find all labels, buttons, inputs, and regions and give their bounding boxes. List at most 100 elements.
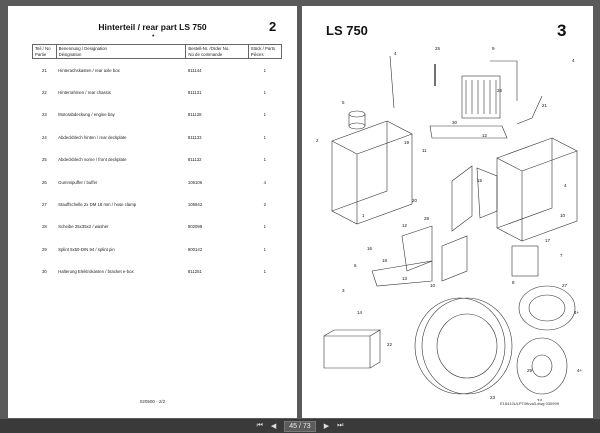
quantity-cell: 1 bbox=[263, 90, 267, 96]
callout-label: 1 bbox=[362, 213, 365, 218]
callout-label: 2 bbox=[316, 138, 319, 143]
part-number-cell: 22 bbox=[41, 90, 47, 96]
right-housing-drawing bbox=[496, 137, 578, 242]
callout-label: 26 bbox=[497, 88, 503, 93]
callout-label: 15 bbox=[477, 178, 483, 183]
part-number-cell: 24 bbox=[41, 134, 47, 140]
description-cell: Abdeckblech vorne / front deckplate bbox=[58, 157, 127, 163]
callout-label: 10 bbox=[560, 213, 566, 218]
description-cell: Stauffschelle 2x DM 18 mm / hose clamp bbox=[58, 202, 137, 208]
callout-label: 20 bbox=[412, 198, 418, 203]
callout-label: 22 bbox=[387, 342, 393, 347]
table-row: 24 Abdeckblech hinten / rear deckplate 811… bbox=[33, 126, 282, 148]
table-row: 27 Stauffschelle 2x DM 18 mm / hose clamp… bbox=[33, 193, 282, 215]
tyre-drawing bbox=[414, 297, 513, 395]
mark-dot: • bbox=[152, 33, 155, 40]
callout-label: 4 bbox=[572, 58, 575, 63]
description-cell: Hinterrahmen / rear chassis bbox=[58, 90, 111, 96]
header-order: Bestell-Nr. /Order No. No de commande bbox=[185, 44, 249, 59]
callout-label: 29 bbox=[527, 368, 533, 373]
table-row: 23 Motorabdeckung / engine bay 811128 1 bbox=[33, 104, 282, 126]
order-number-cell: 811132 bbox=[187, 157, 202, 163]
description-cell: Motorabdeckung / engine bay bbox=[58, 112, 115, 118]
description-cell: Abdeckblech hinten / rear deckplate bbox=[58, 134, 127, 140]
order-number-cell: 900142 bbox=[187, 246, 203, 252]
right-page-number: 3 bbox=[557, 21, 567, 40]
callout-label: 4 bbox=[564, 183, 567, 188]
viewer-toolbar: ⏮ ◀ 45 / 73 ▶ ⏭ bbox=[0, 419, 600, 433]
order-number-cell: 105942 bbox=[187, 202, 203, 208]
callout-label: 4+ bbox=[577, 368, 583, 373]
part-number-cell: 27 bbox=[41, 202, 47, 208]
drawing-reference: E15410ULPT0flrva3.dwg 030999 bbox=[500, 401, 559, 406]
quantity-cell: 4 bbox=[263, 179, 267, 185]
callout-label: 13 bbox=[402, 276, 408, 281]
quantity-cell: 1 bbox=[263, 157, 267, 163]
callout-label: 18 bbox=[382, 258, 388, 263]
part-number-cell: 23 bbox=[41, 112, 47, 118]
order-number-cell: 811251 bbox=[187, 269, 202, 275]
right-page: LS 750 3 bbox=[302, 6, 593, 418]
part-number-cell: 26 bbox=[41, 179, 47, 185]
callout-label: 30 bbox=[452, 120, 458, 125]
previous-page-icon[interactable]: ◀ bbox=[270, 423, 277, 430]
callout-label: 5 bbox=[342, 100, 345, 105]
callout-label: 27 bbox=[562, 283, 568, 288]
callout-label: 14 bbox=[357, 310, 363, 315]
first-page-icon[interactable]: ⏮ bbox=[256, 422, 263, 429]
page-number-field[interactable]: 45 / 73 bbox=[284, 420, 316, 432]
quantity-cell: 1 bbox=[263, 134, 267, 140]
parts-list-title: Hinterteil / rear part LS 750 bbox=[98, 22, 207, 32]
header-desc: Benennung / Designation Désignation bbox=[55, 44, 187, 59]
table-row: 25 Abdeckblech vorne / front deckplate 811… bbox=[33, 149, 282, 171]
part-number-cell: 30 bbox=[41, 269, 47, 275]
callout-label: 24 bbox=[537, 398, 543, 401]
next-page-icon[interactable]: ▶ bbox=[323, 423, 330, 430]
callout-label: 4+ bbox=[574, 310, 580, 315]
table-row: 22 Hinterrahmen / rear chassis 811131 1 bbox=[33, 81, 282, 103]
parts-table: Teil / No Partie Benennung / Designation… bbox=[32, 44, 283, 283]
order-number-cell: 811133 bbox=[187, 134, 202, 140]
left-page-number: 2 bbox=[269, 19, 277, 34]
callout-label: 23 bbox=[490, 395, 496, 400]
callout-label: 3 bbox=[342, 288, 345, 293]
order-number-cell: 811128 bbox=[187, 112, 202, 118]
callout-label: 4 bbox=[394, 51, 397, 56]
drawing-title: LS 750 bbox=[326, 23, 368, 38]
left-page-footer: 020500 - 2/2 bbox=[139, 399, 166, 404]
last-page-icon[interactable]: ⏭ bbox=[337, 422, 344, 429]
callout-label: 21 bbox=[542, 103, 548, 108]
header-no: Teil / No Partie bbox=[32, 44, 57, 59]
parts-table-header: Teil / No Partie Benennung / Designation… bbox=[32, 44, 283, 59]
callout-label: 28 bbox=[424, 216, 430, 221]
callout-label: 12 bbox=[402, 223, 408, 228]
callout-label: 9 bbox=[492, 46, 495, 51]
quantity-cell: 1 bbox=[263, 112, 267, 118]
left-page: Hinterteil / rear part LS 750 2 • Teil /… bbox=[8, 6, 297, 418]
callout-label: 17 bbox=[545, 238, 551, 243]
description-cell: Hinterachskasten / rear axle box bbox=[58, 67, 120, 73]
order-number-cell: 106106 bbox=[187, 179, 203, 185]
quantity-cell: 2 bbox=[263, 202, 267, 208]
description-cell: Scheibe 25x35x2 / washer bbox=[58, 224, 109, 230]
callout-label: 25 bbox=[435, 46, 441, 51]
order-number-cell: 902099 bbox=[187, 224, 203, 230]
callout-label: 8 bbox=[512, 280, 515, 285]
description-cell: Splint 5x50-DIN 94 / splint pin bbox=[58, 246, 115, 252]
radiator-drawing bbox=[461, 75, 501, 119]
order-number-cell: 811131 bbox=[187, 90, 202, 96]
part-number-cell: 28 bbox=[41, 224, 47, 230]
callout-label: 7 bbox=[560, 253, 563, 258]
part-number-cell: 25 bbox=[41, 157, 47, 163]
callout-label: 6 bbox=[354, 263, 357, 268]
callout-label: 19 bbox=[404, 140, 410, 145]
callout-label: 12 bbox=[482, 133, 488, 138]
callout-label: 11 bbox=[422, 148, 427, 153]
quantity-cell: 1 bbox=[263, 246, 267, 252]
header-qty: Stück / Parts Pièces bbox=[247, 44, 283, 59]
quantity-cell: 1 bbox=[263, 269, 267, 275]
